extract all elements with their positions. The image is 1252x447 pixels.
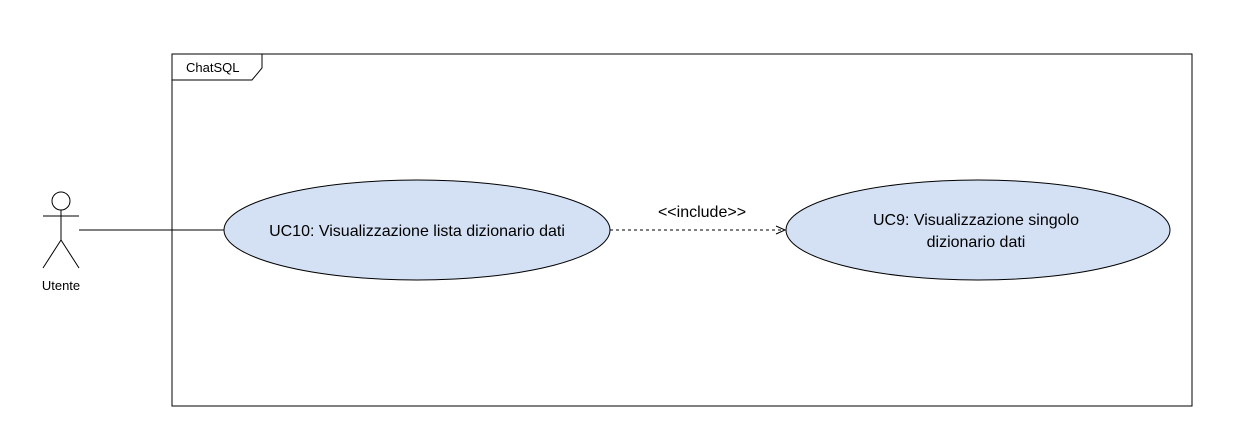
use-case-uc9-label-line1: UC9: Visualizzazione singolo bbox=[873, 212, 1079, 229]
actor-right-leg bbox=[60, 239, 80, 269]
include-relation: <<include>> bbox=[610, 204, 787, 235]
use-case-uc10: UC10: Visualizzazione lista dizionario d… bbox=[223, 179, 611, 281]
system-name-tab bbox=[171, 53, 263, 81]
actor-left-leg bbox=[42, 239, 62, 269]
actor-name: Utente bbox=[42, 278, 80, 293]
include-label: <<include>> bbox=[658, 204, 746, 221]
system-boundary: ChatSQL bbox=[171, 53, 1193, 407]
use-case-uc10-label: UC10: Visualizzazione lista dizionario d… bbox=[269, 223, 565, 240]
actor-head bbox=[51, 191, 71, 211]
include-arrowhead bbox=[775, 225, 787, 235]
use-case-uc9-shape bbox=[785, 179, 1171, 281]
use-case-uc9: UC9: Visualizzazione singolo dizionario … bbox=[785, 179, 1171, 281]
actor-utente bbox=[42, 191, 80, 269]
system-name: ChatSQL bbox=[186, 60, 239, 75]
use-case-uc9-label-line2: dizionario dati bbox=[927, 234, 1026, 251]
